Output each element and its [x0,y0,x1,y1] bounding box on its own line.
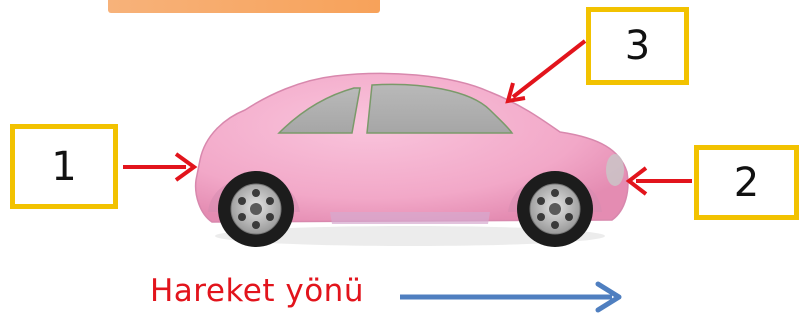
pointer-arrow-1 [123,154,194,180]
car-sill [330,212,490,224]
pointer-arrow-2 [629,168,692,194]
headlight [606,154,624,186]
rear-wheel [218,171,294,247]
label-box-1: 1 [10,124,118,209]
car [196,73,628,247]
pointer-arrow-3 [508,41,585,101]
front-wheel [517,171,593,247]
motion-direction-arrow [400,284,619,310]
label-box-3: 3 [586,7,689,85]
motion-direction-caption: Hareket yönü [150,273,364,309]
label-box-2: 2 [694,145,799,220]
